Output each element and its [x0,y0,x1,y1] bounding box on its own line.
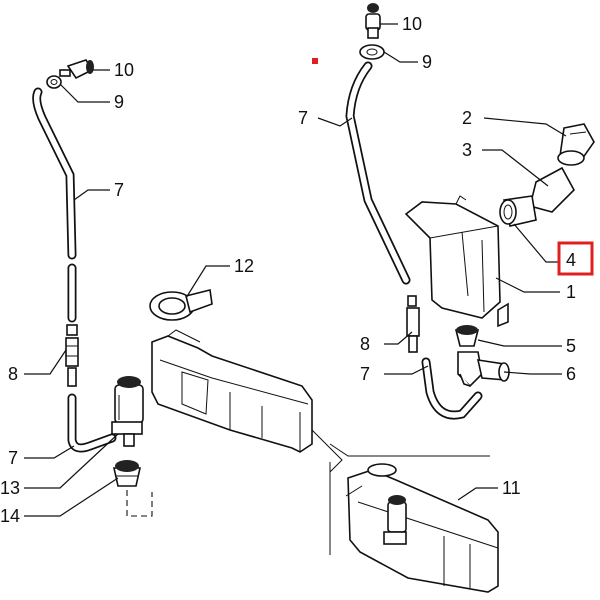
reservoir-1 [404,195,509,328]
filler-neck-4 [499,166,575,227]
callout-right-1: 1 [566,282,576,302]
hose-right-lower [421,357,483,420]
callout-right-2: 2 [462,108,472,128]
hose-left-upper [32,87,77,323]
callout-left-8: 8 [8,364,18,384]
callout-left-10: 10 [114,60,134,80]
grommet-left [113,460,141,487]
callout-bottom-11: 11 [502,478,521,498]
callout-4-highlight-box [557,241,594,276]
callout-left-14: 14 [0,506,20,526]
assembled-reservoir-inset [345,463,499,593]
filler-cap [149,289,213,321]
callout-right-7-lower: 7 [360,364,370,384]
pump-left [111,376,144,447]
hose-right-upper [345,61,411,285]
nozzle-right [365,3,381,39]
washer-right [359,44,385,60]
callout-right-10: 10 [402,14,422,34]
washer-left [46,75,62,89]
callout-left-13: 13 [0,478,20,498]
red-marker [312,58,318,64]
callout-right-7-upper: 7 [298,108,308,128]
nozzle-left [59,59,94,80]
callout-left-7-lower: 7 [8,448,18,468]
callout-left-7-upper: 7 [114,180,124,200]
callout-right-6: 6 [566,364,576,384]
seal-3 [557,150,585,166]
callout-right-8: 8 [360,334,370,354]
callout-right-5: 5 [566,336,576,356]
reservoir-tank [151,329,313,453]
pump-6 [457,351,510,388]
callout-right-4: 4 [566,250,576,270]
grommet-5 [454,325,480,347]
connector-left [65,324,79,387]
callout-right-9: 9 [422,52,432,72]
callout-right-3: 3 [462,140,472,160]
callout-center-12: 12 [234,256,254,276]
hose-left-lower [67,393,117,453]
connector-right [406,295,420,353]
callout-left-9: 9 [114,92,124,112]
